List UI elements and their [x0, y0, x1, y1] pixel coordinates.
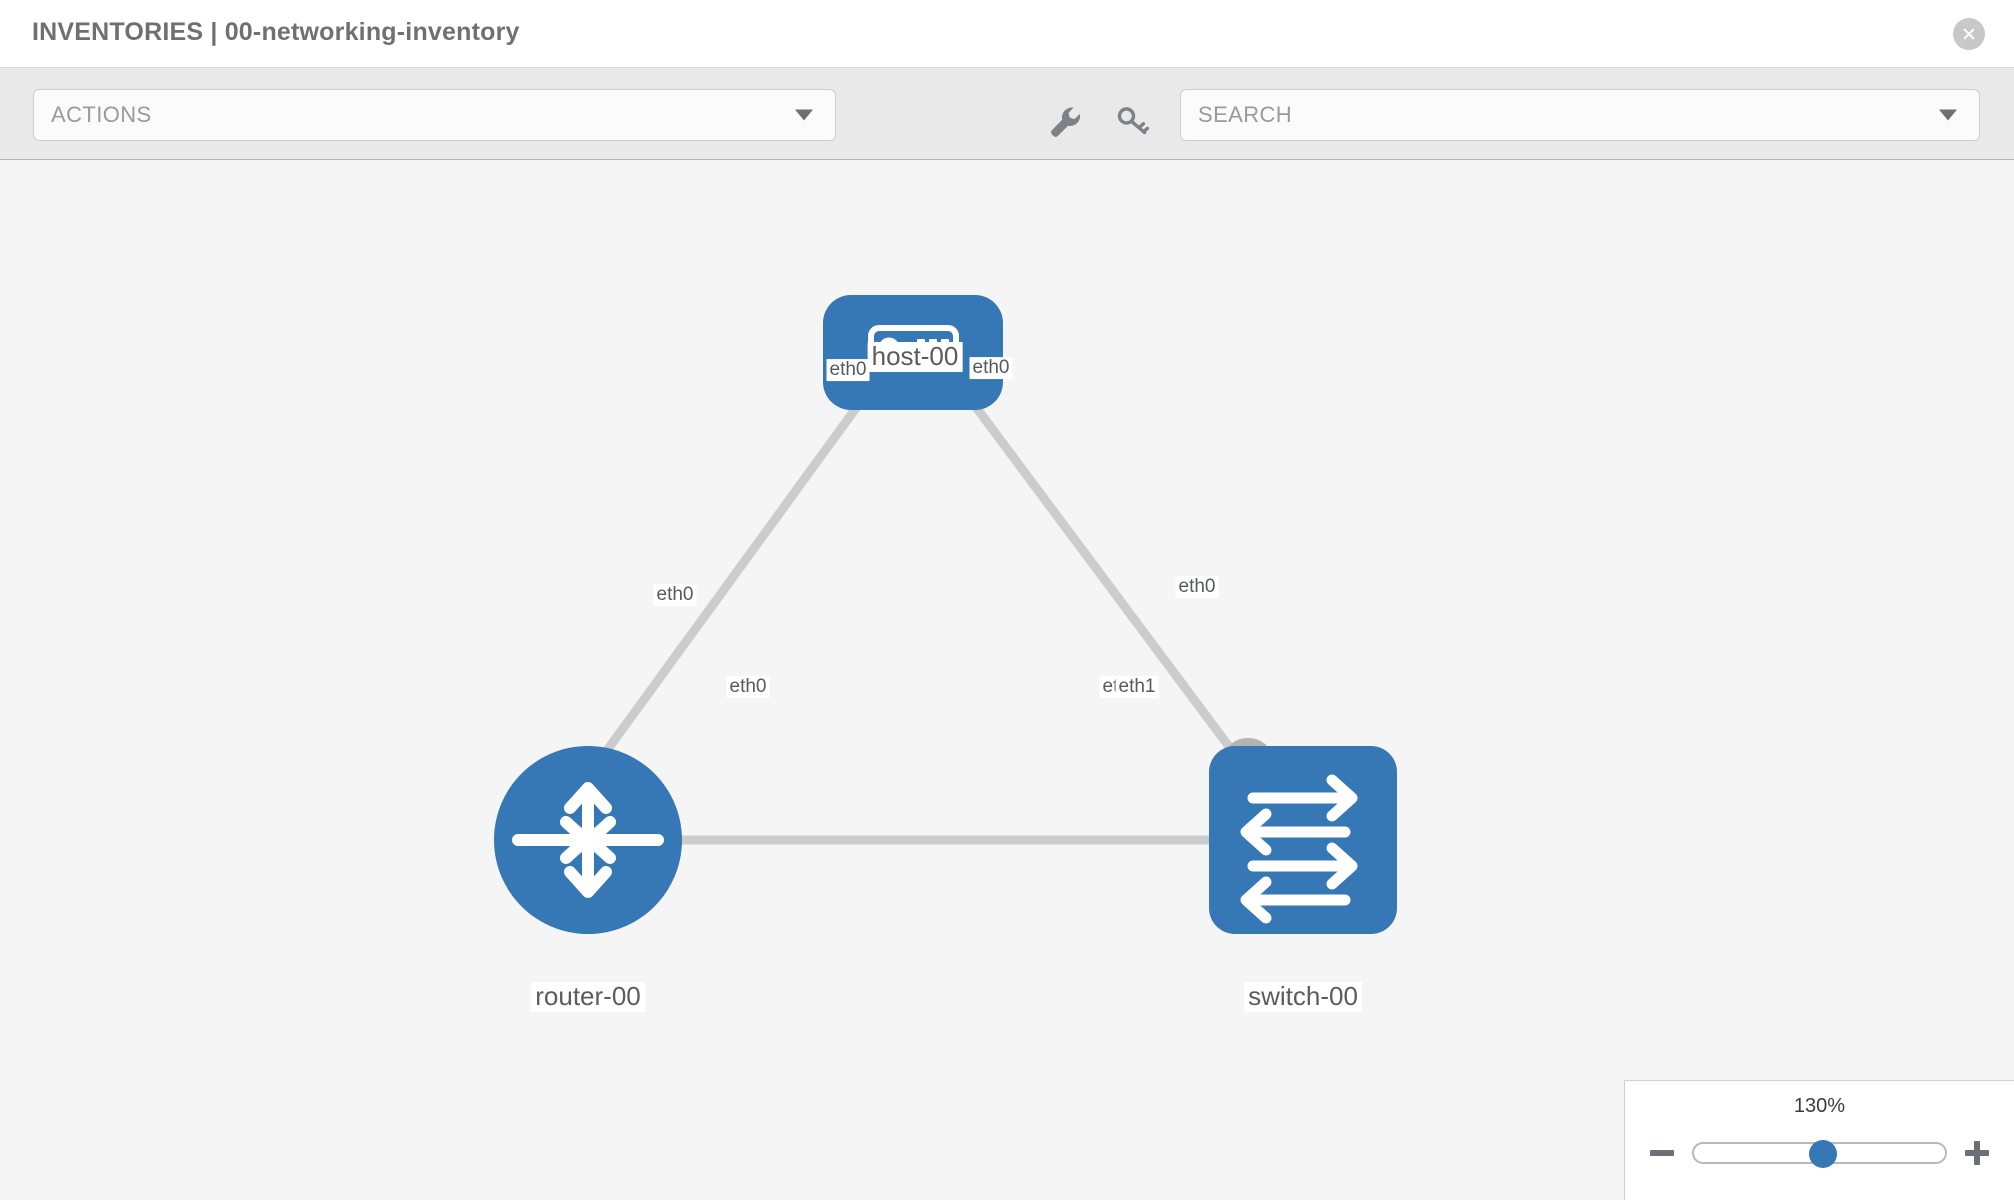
key-icon[interactable] — [1113, 102, 1151, 140]
search-placeholder: SEARCH — [1198, 102, 1293, 127]
zoom-out-button[interactable] — [1648, 1139, 1676, 1167]
topology-canvas[interactable]: eth0 eth0 eth0 eth0 eth0 eth0 eth1 host-… — [0, 160, 2014, 1200]
toolbar: ACTIONS SEARCH — [0, 68, 2014, 160]
page-title: INVENTORIES | 00-networking-inventory — [32, 18, 520, 46]
topology-links — [596, 372, 1262, 845]
actions-dropdown-label: ACTIONS — [51, 102, 152, 127]
node-switch-00 — [1209, 746, 1397, 934]
page-header: INVENTORIES | 00-networking-inventory — [0, 0, 2014, 68]
node-label-router: router-00 — [531, 981, 645, 1012]
zoom-controls-row — [1625, 1133, 2014, 1173]
iface-label: eth0 — [969, 357, 1013, 379]
link-host-router — [596, 372, 884, 763]
iface-label: eth1 — [1115, 676, 1159, 698]
zoom-level-value: 130% — [1793, 1095, 1846, 1117]
node-label-host: host-00 — [867, 341, 963, 372]
iface-label: eth0 — [1175, 576, 1219, 598]
switch-arrows-icon — [1240, 774, 1358, 924]
zoom-in-button[interactable] — [1963, 1139, 1991, 1167]
zoom-control-panel: 130% — [1624, 1080, 2014, 1200]
plus-icon-vertical — [1974, 1141, 1980, 1165]
zoom-slider[interactable] — [1692, 1140, 1947, 1168]
search-input[interactable]: SEARCH — [1180, 89, 1980, 141]
node-router-00 — [494, 746, 682, 934]
zoom-slider-thumb[interactable] — [1809, 1140, 1837, 1168]
iface-label: eth0 — [826, 359, 870, 381]
link-host-switch — [948, 372, 1249, 771]
wrench-icon[interactable] — [1045, 102, 1083, 140]
iface-label: eth0 — [653, 584, 697, 606]
chevron-down-icon — [795, 109, 813, 121]
minus-icon — [1650, 1150, 1674, 1156]
actions-dropdown[interactable]: ACTIONS — [33, 89, 836, 141]
node-label-switch: switch-00 — [1244, 981, 1362, 1012]
topology-graph — [494, 295, 1397, 934]
iface-label: eth0 — [726, 676, 770, 698]
router-arrows-icon — [512, 782, 664, 898]
close-icon[interactable] — [1953, 18, 1985, 50]
chevron-down-icon[interactable] — [1939, 109, 1957, 121]
